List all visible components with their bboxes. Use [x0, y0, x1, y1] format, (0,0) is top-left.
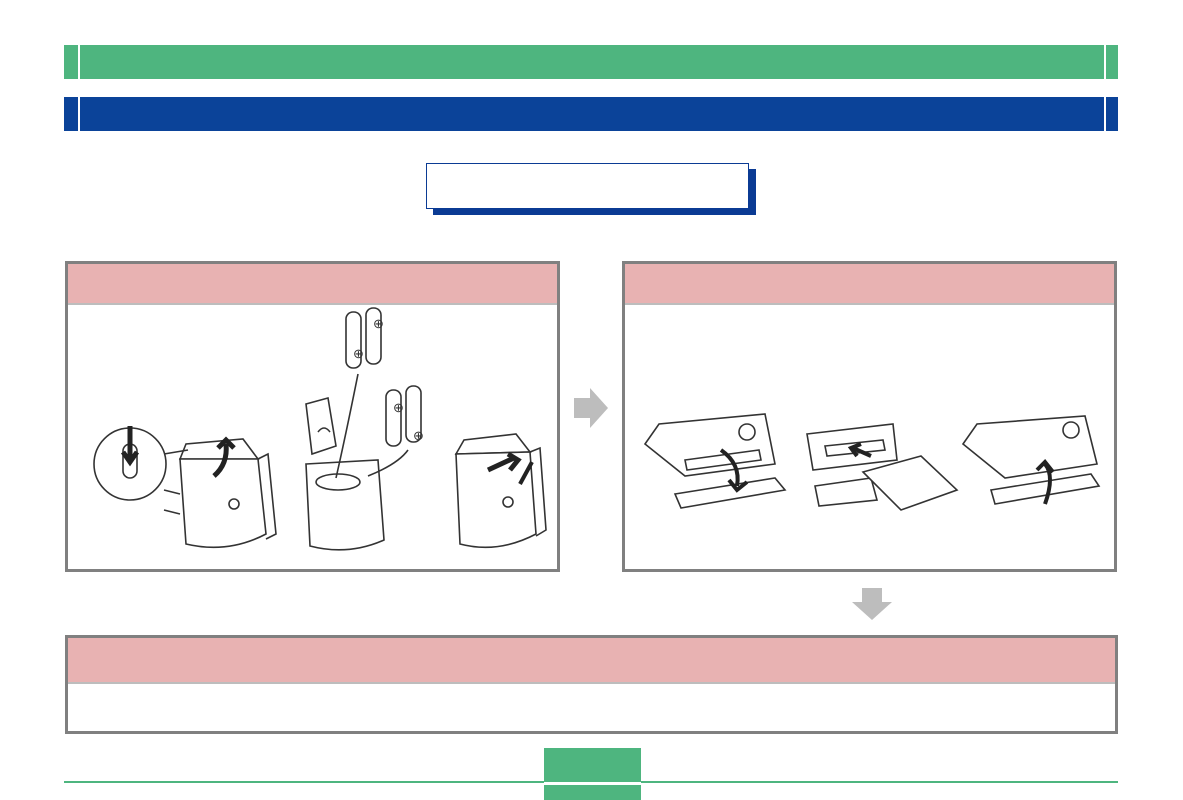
arrow-right-icon	[574, 388, 608, 428]
page-tab-gap	[544, 782, 641, 785]
card-step-panel	[622, 261, 1117, 572]
battery-step-panel: ⊕ ⊕ ⊕ ⊕	[65, 261, 560, 572]
battery-illustration: ⊕ ⊕ ⊕ ⊕	[93, 307, 547, 551]
card-illustration	[643, 413, 1101, 511]
flow-title-box	[426, 163, 749, 209]
header-stripe	[1104, 97, 1106, 131]
svg-text:⊕: ⊕	[353, 346, 364, 361]
svg-text:⊕: ⊕	[413, 428, 424, 443]
svg-text:⊕: ⊕	[393, 400, 404, 415]
section-header-bar	[64, 45, 1118, 79]
card-insert-icon	[806, 423, 959, 511]
arrow-down-icon	[852, 588, 892, 620]
card-cover-open-icon	[643, 413, 787, 509]
cover-close-icon	[454, 433, 547, 549]
panel-heading	[625, 264, 1114, 305]
lock-release-icon	[93, 426, 277, 549]
battery-insert-icon: ⊕ ⊕ ⊕ ⊕	[305, 307, 424, 551]
header-stripe	[78, 97, 80, 131]
svg-text:⊕: ⊕	[373, 316, 384, 331]
panel-heading	[68, 638, 1115, 684]
final-step-panel	[65, 635, 1118, 734]
subsection-header-bar	[64, 97, 1118, 131]
page-number-tab	[544, 748, 641, 800]
card-cover-close-icon	[961, 415, 1101, 505]
header-stripe	[78, 45, 80, 79]
header-stripe	[1104, 45, 1106, 79]
panel-heading	[68, 264, 557, 305]
